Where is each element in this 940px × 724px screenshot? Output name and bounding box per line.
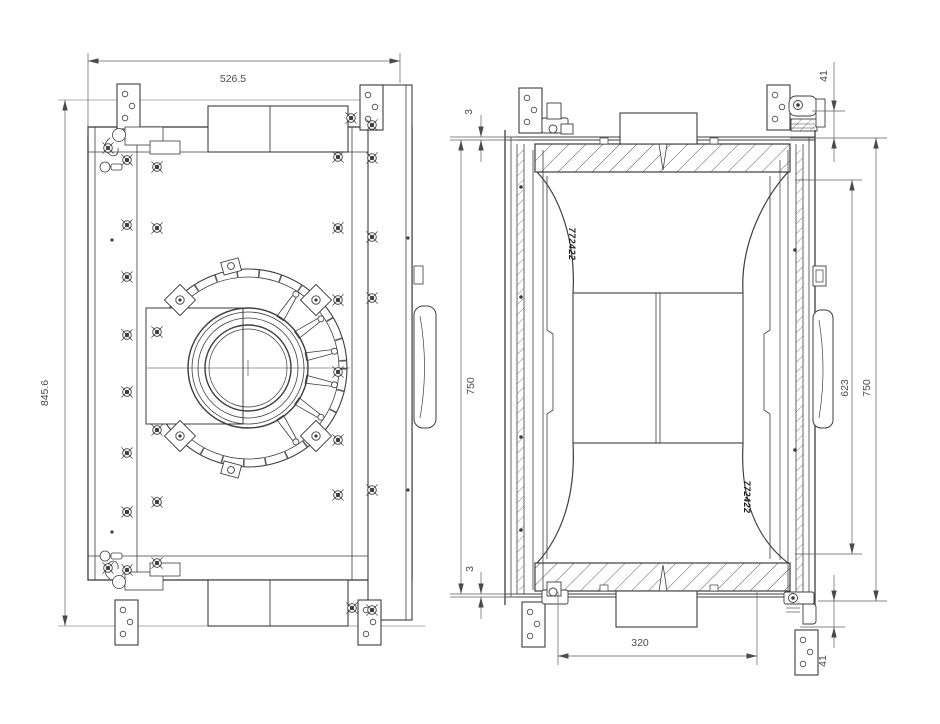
plan-view: 526.5 845.6: [39, 53, 437, 646]
dim-bracket-bottom: 41: [817, 655, 829, 667]
plan-bracket-top-left: [116, 83, 141, 130]
section-corner-bottom-right: [783, 591, 819, 676]
dim-gap-top: 3: [463, 109, 475, 115]
plan-latch-top-left: [99, 126, 181, 173]
plan-fan-assembly: [145, 257, 350, 479]
dim-plan-width: 526.5: [220, 73, 246, 85]
part-number-label-top: 772422: [567, 227, 577, 260]
section-corner-top-right: [766, 84, 826, 132]
section-corner-top-left: [518, 87, 574, 135]
dim-plan-height: 845.6: [39, 380, 51, 406]
venturi-bottom-left: [536, 442, 574, 564]
dim-inner-height: 623: [839, 379, 851, 397]
part-number-label-bottom: 772422: [742, 480, 752, 513]
venturi-top-right: [742, 171, 789, 294]
section-bottom-duct-box: [615, 590, 698, 628]
section-corner-bottom-left: [521, 581, 569, 648]
plan-bracket-bottom-left: [114, 599, 139, 646]
dim-gap-bottom: 3: [464, 566, 476, 572]
dim-duct-width: 320: [631, 637, 649, 649]
fan-vanes: [276, 290, 338, 446]
section-top-duct-box: [619, 112, 698, 145]
plan-top-duct-box: [207, 105, 349, 153]
section-duct: 772422 772422: [536, 171, 789, 564]
section-center-panel: [572, 292, 744, 444]
plan-dimensions: 526.5 845.6: [39, 53, 401, 626]
plan-bottom-duct-box: [207, 579, 349, 627]
section-frame: [504, 84, 834, 676]
plan-latch-bottom-left: [99, 550, 181, 591]
venturi-top-left: [536, 171, 574, 294]
fan-motor-plate: [145, 307, 244, 425]
dim-height-left: 750: [465, 377, 477, 395]
plan-screws: [110, 111, 410, 617]
dim-height-right: 750: [861, 379, 873, 397]
dim-bracket-top: 41: [818, 70, 830, 82]
plan-handle: [413, 305, 437, 429]
plan-body: [58, 83, 437, 646]
section-view: 772422 772422 3 3 750: [450, 62, 887, 676]
venturi-bottom-right: [742, 442, 789, 564]
section-dimensions: 3 3 750 41 41 62: [450, 62, 887, 667]
fan-clamps: [163, 257, 333, 479]
